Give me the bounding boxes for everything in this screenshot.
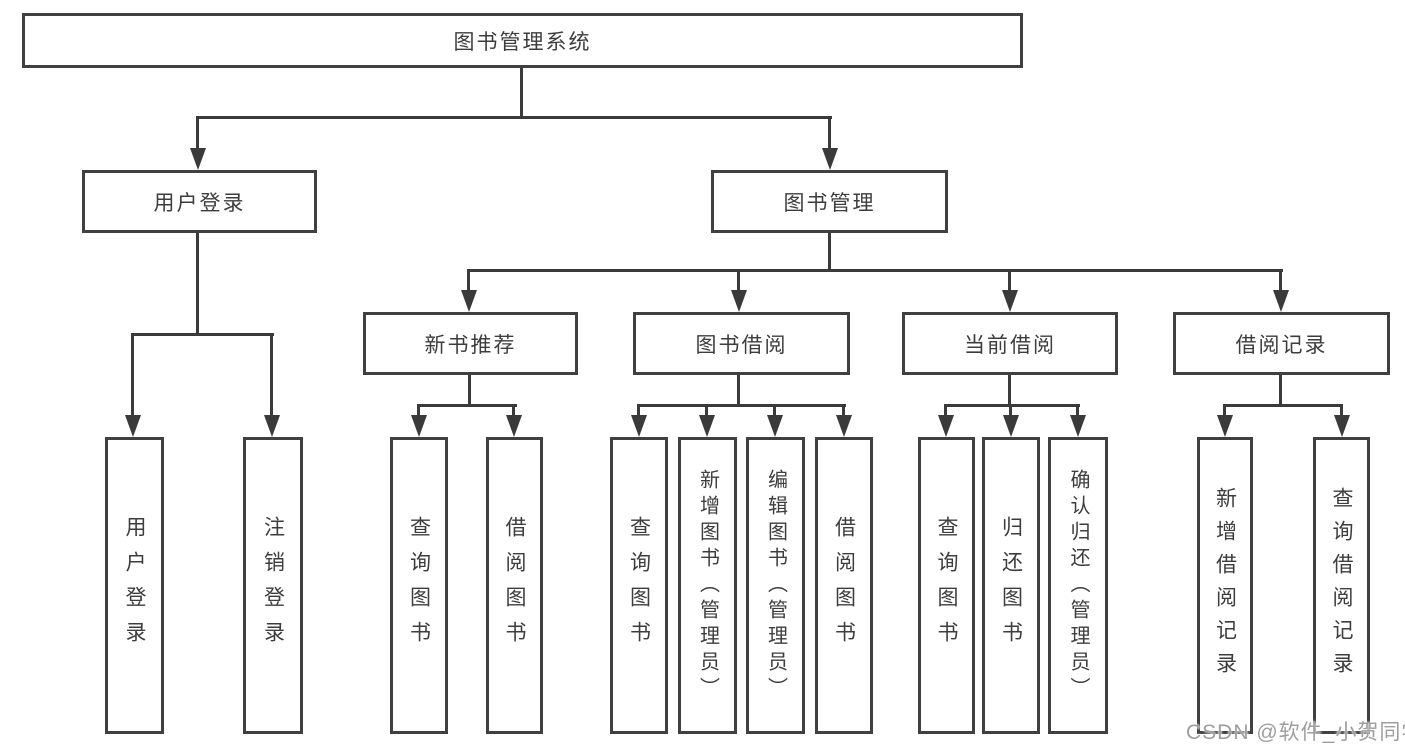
arrow-down-icon	[1070, 415, 1086, 437]
arrow-down-icon	[767, 415, 783, 437]
leaf-logout: 注销登录	[243, 437, 303, 734]
edge-line	[1009, 404, 1012, 417]
edge-line	[1223, 404, 1343, 407]
edge-line	[1008, 375, 1011, 406]
edge-line	[637, 404, 846, 407]
edge-line	[131, 333, 134, 415]
edge-line	[1340, 404, 1343, 417]
edge-line	[196, 116, 832, 119]
leaf-query-borrow-record: 查询借阅记录	[1313, 437, 1370, 734]
edge-line	[705, 404, 708, 417]
edge-line	[1008, 269, 1011, 292]
leaf-query-books-current: 查询图书	[918, 437, 975, 734]
edge-line	[944, 404, 1080, 407]
arrow-down-icon	[461, 290, 477, 312]
edge-line	[637, 404, 640, 417]
node-book-management: 图书管理	[711, 170, 948, 233]
leaf-borrow-books: 借阅图书	[815, 437, 873, 734]
edge-line	[467, 269, 1283, 272]
node-new-book-recommendation: 新书推荐	[363, 312, 578, 375]
edge-line	[417, 404, 420, 417]
arrow-down-icon	[731, 290, 747, 312]
edge-line	[944, 404, 947, 417]
arrow-down-icon	[836, 415, 852, 437]
arrow-down-icon	[264, 415, 280, 437]
edge-line	[468, 375, 471, 406]
node-user-login: 用户登录	[82, 170, 317, 233]
leaf-add-books-admin: 新增图书（管理员）	[678, 437, 737, 734]
node-book-borrowing: 图书借阅	[633, 312, 850, 375]
leaf-user-login: 用户登录	[105, 437, 164, 734]
edge-line	[1076, 404, 1079, 417]
arrow-down-icon	[631, 415, 647, 437]
arrow-down-icon	[1003, 415, 1019, 437]
arrow-down-icon	[411, 415, 427, 437]
leaf-return-books: 归还图书	[982, 437, 1040, 734]
arrow-down-icon	[190, 148, 206, 170]
edge-line	[196, 233, 199, 335]
arrow-down-icon	[938, 415, 954, 437]
edge-line	[828, 233, 831, 271]
leaf-edit-books-admin: 编辑图书（管理员）	[746, 437, 805, 734]
node-borrowing-records: 借阅记录	[1173, 312, 1390, 375]
edge-line	[737, 375, 740, 406]
arrow-down-icon	[125, 415, 141, 437]
leaf-borrow-books-recommend: 借阅图书	[486, 437, 543, 734]
arrow-down-icon	[822, 148, 838, 170]
edge-line	[1279, 375, 1282, 406]
arrow-down-icon	[1334, 415, 1350, 437]
edge-line	[520, 68, 523, 116]
leaf-add-borrow-record: 新增借阅记录	[1197, 437, 1253, 734]
arrow-down-icon	[1002, 290, 1018, 312]
edge-line	[737, 269, 740, 292]
edge-line	[773, 404, 776, 417]
edge-line	[270, 333, 273, 415]
arrow-down-icon	[699, 415, 715, 437]
edge-line	[1223, 404, 1226, 417]
edge-line	[196, 116, 199, 150]
arrow-down-icon	[1217, 415, 1233, 437]
leaf-query-books-recommend: 查询图书	[390, 437, 448, 734]
edge-line	[512, 404, 515, 417]
edge-line	[842, 404, 845, 417]
arrow-down-icon	[506, 415, 522, 437]
node-current-borrowing: 当前借阅	[902, 312, 1118, 375]
csdn-watermark: CSDN @软件_小贺同学	[1186, 721, 1405, 744]
edge-line	[828, 116, 831, 150]
edge-line	[417, 404, 517, 407]
edge-line	[1279, 269, 1282, 292]
leaf-query-books-borrowing: 查询图书	[610, 437, 668, 734]
edge-line	[467, 269, 470, 292]
arrow-down-icon	[1273, 290, 1289, 312]
node-root-library-system: 图书管理系统	[22, 13, 1023, 68]
leaf-confirm-return-admin: 确认归还（管理员）	[1048, 437, 1108, 734]
edge-line	[131, 333, 274, 336]
